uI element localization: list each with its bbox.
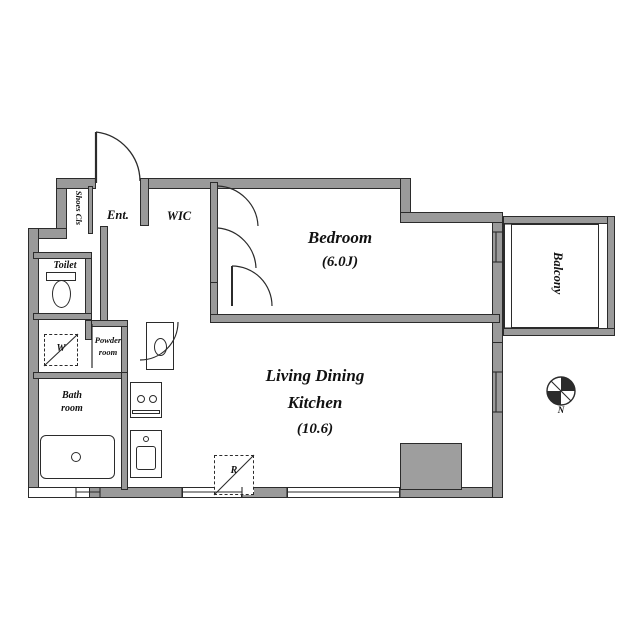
room-label-bedroom: Bedroom	[280, 228, 400, 248]
kitchen-faucet	[143, 436, 149, 442]
balcony-rail-bottom	[503, 328, 615, 336]
stove-burner-1	[137, 395, 145, 403]
balcony-name: Balcony	[551, 252, 566, 295]
wall-right-lower	[492, 340, 503, 498]
room-label-powder-line2: room	[82, 347, 134, 358]
wall-hall-left	[100, 226, 108, 322]
wall-top-right-horizontal	[400, 212, 503, 223]
stove-front-rail	[132, 410, 160, 414]
wall-top-main	[140, 178, 410, 189]
stove-burner-2	[149, 395, 157, 403]
wall-wic-left	[140, 178, 149, 226]
wall-powder-bottom	[33, 372, 128, 379]
room-label-entrance: Ent.	[94, 208, 142, 222]
room-area-ldk: (10.6)	[230, 421, 400, 438]
balcony-rail-top	[503, 216, 615, 224]
vanity-basin	[154, 338, 167, 356]
room-area-bedroom: (6.0J)	[280, 254, 400, 271]
entrance-name: Ent.	[107, 208, 129, 222]
bath-drain	[71, 452, 81, 462]
room-label-balcony: Balcony	[551, 228, 565, 318]
shoes-closet-name: Shoes Cls	[73, 190, 84, 226]
wall-right-upper	[492, 218, 503, 343]
powder-name-line1: Powder	[94, 335, 122, 345]
bath-name-line1: Bath	[61, 390, 82, 401]
balcony-inner-line	[511, 224, 599, 328]
wall-entry-top	[56, 178, 96, 189]
room-label-bath: Bath	[44, 390, 100, 402]
bedroom-name: Bedroom	[307, 228, 373, 247]
toilet-name: Toilet	[53, 260, 77, 271]
room-label-wic: WIC	[152, 209, 206, 223]
room-label-toilet: Toilet	[38, 260, 92, 272]
balcony-rail-right	[607, 216, 615, 336]
powder-name-line2: room	[98, 347, 118, 357]
marker-refrigerator: R	[225, 465, 243, 477]
bath-name-line2: room	[61, 403, 83, 414]
window-sill-bottom	[287, 487, 400, 498]
marker-washer: W	[52, 343, 70, 355]
wic-name: WIC	[166, 209, 192, 223]
compass-north-letter: N	[557, 405, 565, 415]
wall-toilet-top	[33, 252, 92, 259]
room-label-ldk: Living Dining	[230, 366, 400, 386]
bedroom-area: (6.0J)	[321, 254, 359, 270]
wall-toilet-bottom	[33, 313, 92, 320]
compass-label: N	[552, 405, 570, 415]
wall-wic-right	[210, 182, 218, 287]
room-label-ldk-line2: Kitchen	[230, 393, 400, 413]
washer-letter: W	[56, 343, 66, 354]
room-label-bath-line2: room	[44, 403, 100, 415]
toilet-bowl	[52, 280, 71, 308]
wall-kitchen-partition	[121, 372, 128, 490]
ldk-name-line2: Kitchen	[287, 393, 343, 412]
ldk-area: (10.6)	[296, 421, 334, 437]
refrigerator-letter: R	[230, 465, 238, 476]
compass-rose	[546, 376, 576, 406]
wall-shoes-closet	[88, 186, 93, 234]
ldk-name-line1: Living Dining	[265, 366, 365, 385]
wall-bedroom-bottom	[210, 314, 500, 323]
kitchen-unit-gray	[400, 443, 462, 490]
room-label-shoes-closet: Shoes Cls	[73, 177, 84, 239]
window-sill-left-lower	[28, 487, 90, 498]
room-label-powder: Powder	[82, 335, 134, 346]
kitchen-sink-basin	[136, 446, 156, 470]
